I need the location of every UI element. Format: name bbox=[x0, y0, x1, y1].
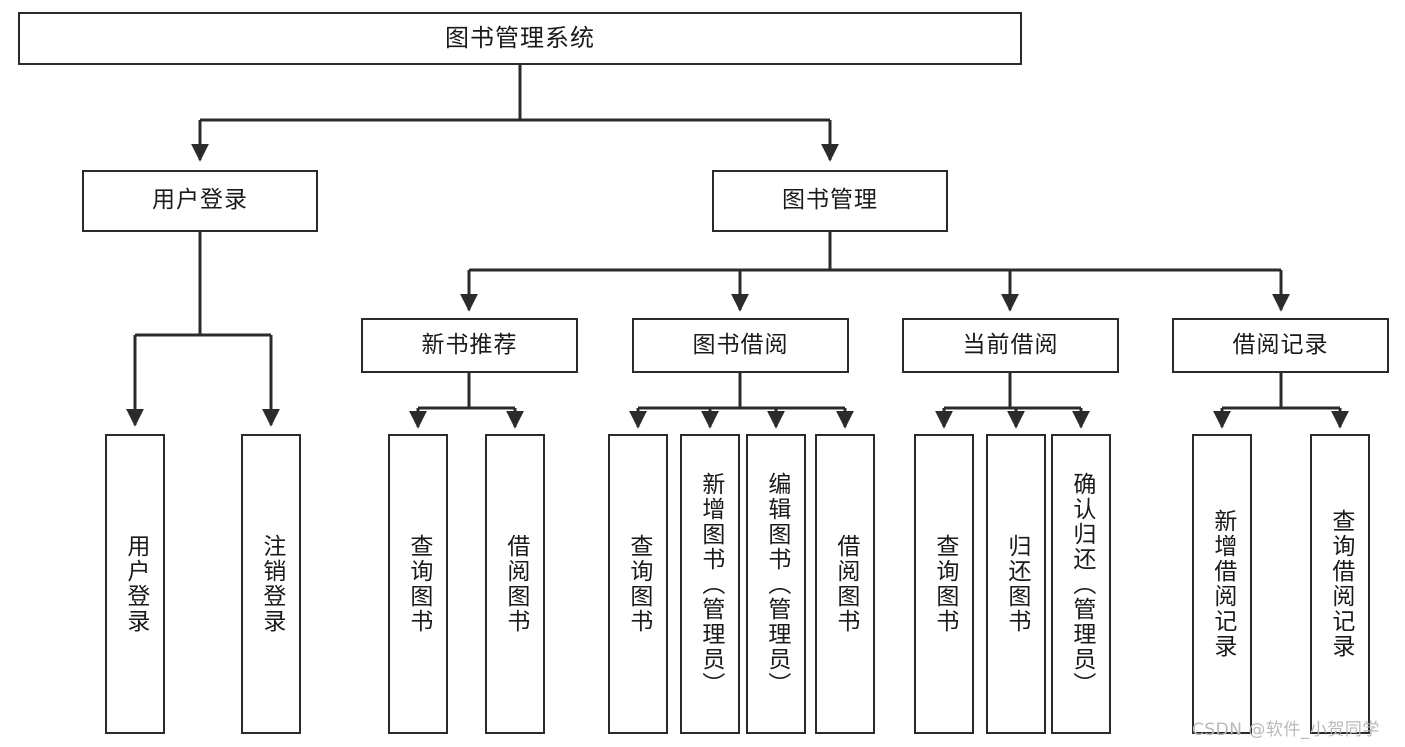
leaf-query-borrow-record-label: 查询借阅记录 bbox=[1327, 509, 1354, 659]
leaf-query-borrow-record[interactable]: 查询借阅记录 bbox=[1310, 434, 1370, 734]
leaf-edit-book-admin-label: 编辑图书（管理员） bbox=[763, 471, 790, 697]
node-borrow-record-label: 借阅记录 bbox=[1232, 331, 1329, 358]
node-book-borrow-label: 图书借阅 bbox=[692, 331, 789, 358]
leaf-user-login[interactable]: 用户登录 bbox=[105, 434, 165, 734]
node-book-management[interactable]: 图书管理 bbox=[712, 170, 948, 232]
leaf-add-borrow-record[interactable]: 新增借阅记录 bbox=[1192, 434, 1252, 734]
node-book-management-label: 图书管理 bbox=[782, 187, 878, 214]
node-new-book-recommend-label: 新书推荐 bbox=[421, 331, 518, 358]
node-borrow-record[interactable]: 借阅记录 bbox=[1172, 318, 1389, 373]
leaf-return-book[interactable]: 归还图书 bbox=[986, 434, 1046, 734]
leaf-add-borrow-record-label: 新增借阅记录 bbox=[1209, 509, 1236, 659]
node-book-borrow[interactable]: 图书借阅 bbox=[632, 318, 849, 373]
leaf-user-logout-label: 注销登录 bbox=[258, 534, 285, 634]
leaf-query-book-3[interactable]: 查询图书 bbox=[914, 434, 974, 734]
leaf-edit-book-admin[interactable]: 编辑图书（管理员） bbox=[746, 434, 806, 734]
leaf-borrow-book-1[interactable]: 借阅图书 bbox=[485, 434, 545, 734]
node-root-label: 图书管理系统 bbox=[445, 24, 595, 53]
leaf-query-book-2[interactable]: 查询图书 bbox=[608, 434, 668, 734]
leaf-user-logout[interactable]: 注销登录 bbox=[241, 434, 301, 734]
leaf-add-book-admin[interactable]: 新增图书（管理员） bbox=[680, 434, 740, 734]
leaf-borrow-book-2[interactable]: 借阅图书 bbox=[815, 434, 875, 734]
leaf-query-book-1-label: 查询图书 bbox=[405, 534, 432, 634]
leaf-query-book-2-label: 查询图书 bbox=[625, 534, 652, 634]
leaf-borrow-book-1-label: 借阅图书 bbox=[502, 534, 529, 634]
leaf-return-book-label: 归还图书 bbox=[1003, 534, 1030, 634]
node-user-login-label: 用户登录 bbox=[152, 187, 248, 214]
leaf-user-login-label: 用户登录 bbox=[122, 534, 149, 634]
leaf-confirm-return-admin[interactable]: 确认归还（管理员） bbox=[1051, 434, 1111, 734]
node-current-borrow-label: 当前借阅 bbox=[962, 331, 1059, 358]
leaf-add-book-admin-label: 新增图书（管理员） bbox=[697, 471, 724, 697]
node-root[interactable]: 图书管理系统 bbox=[18, 12, 1022, 65]
leaf-query-book-3-label: 查询图书 bbox=[931, 534, 958, 634]
leaf-borrow-book-2-label: 借阅图书 bbox=[832, 534, 859, 634]
leaf-query-book-1[interactable]: 查询图书 bbox=[388, 434, 448, 734]
leaf-confirm-return-admin-label: 确认归还（管理员） bbox=[1068, 471, 1095, 697]
node-current-borrow[interactable]: 当前借阅 bbox=[902, 318, 1119, 373]
node-user-login[interactable]: 用户登录 bbox=[82, 170, 318, 232]
node-new-book-recommend[interactable]: 新书推荐 bbox=[361, 318, 578, 373]
